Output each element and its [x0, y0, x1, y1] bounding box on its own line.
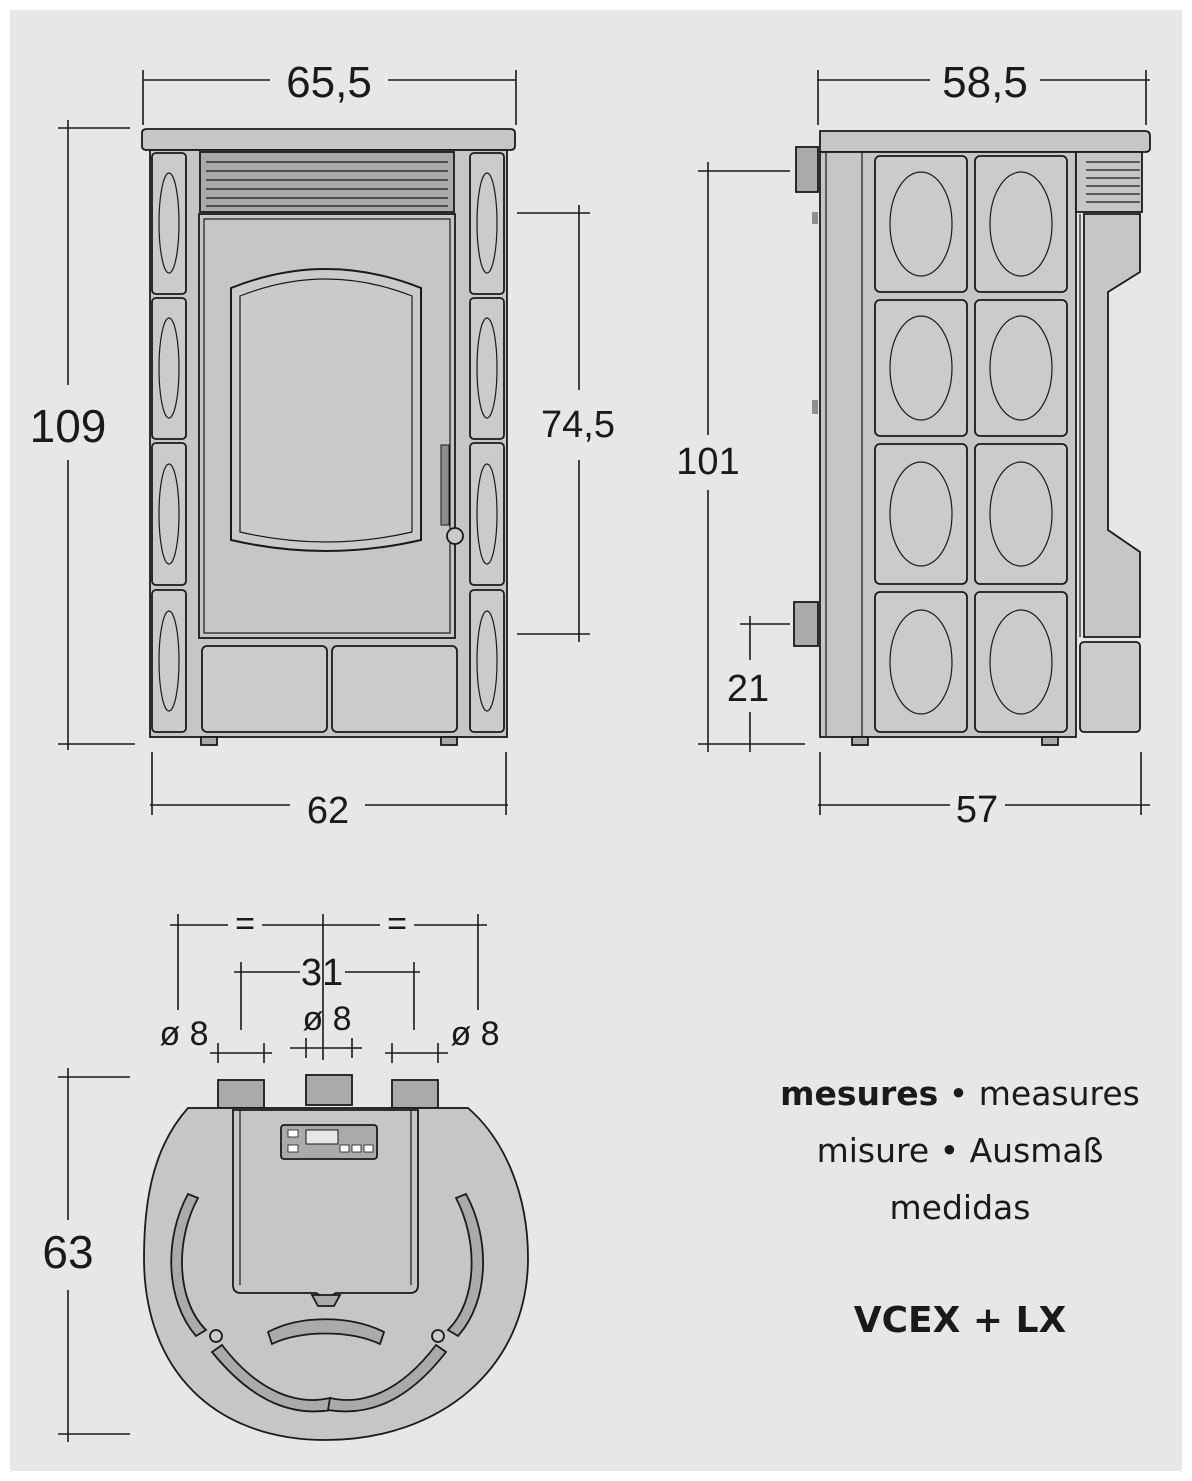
dim-front-door-height: 74,5 — [541, 404, 615, 446]
front-left-tiles — [151, 152, 187, 733]
dim-front-height-total: 109 — [30, 400, 107, 452]
dim-top-diameter-center: ø 8 — [302, 1000, 351, 1038]
dim-front-width-top: 65,5 — [286, 58, 372, 107]
caption-line-1-rest: • measures — [938, 1074, 1140, 1113]
dim-top-depth: 63 — [42, 1226, 93, 1278]
measures-caption: mesures • measures misure • Ausmaß medid… — [700, 1065, 1192, 1236]
model-name: VCEX + LX — [853, 1300, 1067, 1341]
side-view: 58,5 57 101 21 — [676, 58, 1151, 831]
dim-side-height-flue: 101 — [676, 441, 739, 483]
dim-front-width-bottom: 62 — [307, 790, 349, 832]
front-grille — [199, 151, 455, 213]
front-right-tiles — [469, 152, 505, 733]
front-view: 65,5 62 109 74,5 — [30, 58, 615, 832]
dim-side-depth-bottom: 57 — [956, 789, 998, 831]
dim-side-depth-top: 58,5 — [942, 58, 1028, 107]
caption-line-1: mesures • measures — [700, 1065, 1192, 1122]
front-drawers — [201, 645, 458, 733]
dim-side-height-inlet: 21 — [727, 668, 769, 710]
dim-top-diameter-right: ø 8 — [450, 1015, 499, 1053]
caption-bold-word: mesures — [780, 1074, 939, 1113]
dim-top-diameter-left: ø 8 — [159, 1015, 208, 1053]
front-door — [198, 213, 464, 639]
dim-top-equal-right: = — [387, 905, 407, 943]
caption-line-2: misure • Ausmaß — [816, 1131, 1104, 1170]
side-tiles — [874, 155, 1068, 733]
top-view: = = 31 ø 8 ø 8 ø 8 63 — [42, 905, 529, 1442]
caption-line-3: medidas — [889, 1188, 1031, 1227]
dim-top-outlet-spacing: 31 — [301, 952, 343, 994]
dim-top-equal-left: = — [235, 905, 255, 943]
